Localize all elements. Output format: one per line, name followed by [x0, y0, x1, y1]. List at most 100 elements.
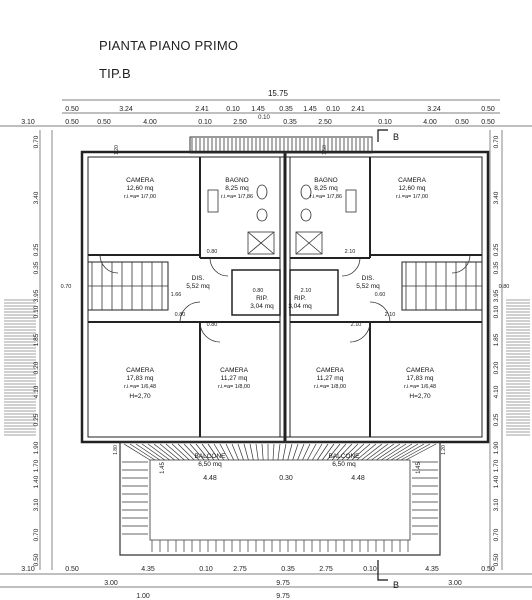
room-area: 5,52 mq — [356, 283, 380, 290]
dim-top-row2: 0.10 — [378, 119, 392, 126]
room-height: H=2,70 — [129, 393, 151, 400]
room-ratio: r.i.=a= 1/7,00 — [396, 194, 428, 200]
dim-left: 1.70 — [33, 459, 40, 472]
annotations: 15.75 B B — [268, 89, 399, 590]
room-name: CAMERA — [406, 367, 434, 374]
dim-left: 0.10 — [33, 305, 40, 318]
dim-right: 0.25 — [493, 243, 500, 256]
small-dim: 0.80 — [499, 284, 510, 290]
roof-hatch-top — [189, 136, 373, 154]
dim-balcony-side: 1.45 — [416, 462, 422, 474]
room-name: BALCONE — [194, 453, 226, 460]
door-dim: 0.80 — [175, 312, 186, 318]
room-area: 3,04 mq — [250, 303, 274, 310]
dim-balcony: 0.30 — [279, 475, 293, 482]
dim-bottom-row1: 4.35 — [141, 566, 155, 573]
dim-left: 1.90 — [33, 441, 40, 454]
door-dim: 0.80 — [207, 249, 218, 255]
dim-right: 0.70 — [493, 135, 500, 148]
dim-left: 3.95 — [33, 289, 40, 302]
dim-left: 4.10 — [33, 385, 40, 398]
dim-right: 1.40 — [493, 475, 500, 488]
room-area: 11,27 mq — [221, 375, 248, 382]
dim-bottom-row1: 3.10 — [21, 566, 35, 573]
sink-right — [345, 189, 357, 213]
dim-top-row2-mid: 0.10 — [258, 115, 270, 121]
dim-balcony: 4.48 — [351, 475, 365, 482]
room-ratio: r.i.=a= 1/8,00 — [218, 384, 250, 390]
room-area: 11,27 mq — [317, 375, 344, 382]
dim-bottom-row2: 9.75 — [276, 580, 290, 587]
door-swings — [99, 254, 471, 343]
toilet-left — [256, 184, 268, 200]
dim-right: 0.70 — [493, 528, 500, 541]
section-label-top: B — [393, 132, 399, 142]
dim-balcony-side: 1.45 — [160, 462, 166, 474]
room-name: CAMERA — [316, 367, 344, 374]
dimension-lines — [0, 99, 532, 588]
dim-bottom-row2: 3.00 — [448, 580, 462, 587]
dim-bottom-row3: 9.75 — [276, 593, 290, 600]
dim-left: 0.20 — [33, 361, 40, 374]
dim-window: 1.20 — [441, 445, 447, 455]
toilet-right — [300, 184, 312, 200]
dim-top-row2: 0.50 — [455, 119, 469, 126]
dim-bottom-row1: 2.75 — [319, 566, 333, 573]
room-name: CAMERA — [126, 367, 154, 374]
dim-top-row2: 2.50 — [233, 119, 247, 126]
dim-window: 1.20 — [114, 145, 120, 155]
dim-top-row1: 3.24 — [119, 106, 133, 113]
dim-bottom-row1: 0.10 — [199, 566, 213, 573]
dim-left: 3.40 — [33, 191, 40, 204]
small-dim: 0.70 — [61, 284, 72, 290]
room-name: RIP. — [294, 295, 306, 302]
room-area: 12,60 mq — [398, 185, 425, 192]
dim-top-row1: 0.10 — [226, 106, 240, 113]
dim-top-row2: 3.10 — [21, 119, 35, 126]
dim-top-row1: 1.45 — [251, 106, 265, 113]
door-dim: 2.10 — [301, 288, 312, 294]
section-marker — [377, 129, 388, 581]
room-name: BAGNO — [225, 177, 248, 184]
room-ratio: r.i.=a= 1/7,86 — [221, 194, 253, 200]
room-ratio: r.i.=a= 1/8,00 — [314, 384, 346, 390]
closet-rip-right — [289, 269, 339, 316]
room-ratio: r.i.=a= 1/6,48 — [404, 384, 436, 390]
dim-top-row1: 0.35 — [279, 106, 293, 113]
dim-top-row1: 0.50 — [481, 106, 495, 113]
dim-left: 0.70 — [33, 528, 40, 541]
dim-left: 0.35 — [33, 261, 40, 274]
dim-right: 3.10 — [493, 498, 500, 511]
dim-top-row2: 4.00 — [143, 119, 157, 126]
side-hatch — [4, 299, 530, 436]
room-area: 8,25 mq — [225, 185, 249, 192]
room-name: DIS. — [362, 275, 375, 282]
dim-top-row1: 3.24 — [427, 106, 441, 113]
bidet-right — [300, 208, 312, 222]
dim-left: 0.25 — [33, 413, 40, 426]
shower-right — [295, 231, 323, 255]
room-area: 3,04 mq — [288, 303, 312, 310]
dim-top-row2: 0.50 — [481, 119, 495, 126]
door-dim: 0.80 — [207, 322, 218, 328]
sink-left — [207, 189, 219, 213]
dim-left: 1.85 — [33, 333, 40, 346]
door-dim: 2.10 — [385, 312, 396, 318]
door-dim: 2.10 — [345, 249, 356, 255]
dim-top-row2: 2.50 — [318, 119, 332, 126]
door-dim: 0.80 — [253, 288, 264, 294]
dim-left: 0.70 — [33, 135, 40, 148]
small-dim: 0.60 — [375, 292, 386, 298]
dim-bottom-row1: 2.75 — [233, 566, 247, 573]
room-name: RIP. — [256, 295, 268, 302]
dim-right: 3.40 — [493, 191, 500, 204]
room-area: 17,83 mq — [126, 375, 153, 382]
dim-top-row1: 0.10 — [326, 106, 340, 113]
dim-right: 0.10 — [493, 305, 500, 318]
dim-top-row2: 0.10 — [198, 119, 212, 126]
dim-right: 1.90 — [493, 441, 500, 454]
dim-right: 1.70 — [493, 459, 500, 472]
dim-top-row1: 0.50 — [65, 106, 79, 113]
